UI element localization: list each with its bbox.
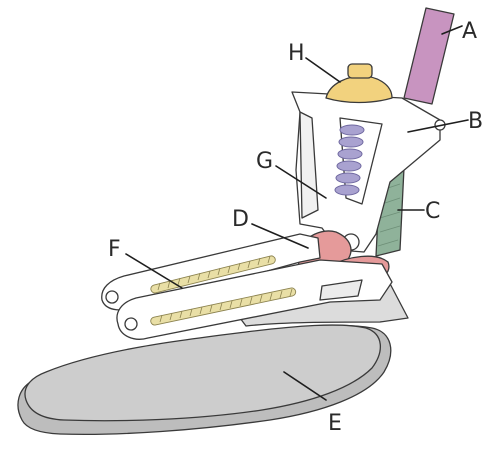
label-h: H: [288, 41, 305, 66]
label-d: D: [232, 207, 249, 232]
label-e: E: [328, 411, 342, 436]
label-c: C: [425, 199, 440, 224]
label-a: A: [462, 19, 477, 44]
ankle-frame: [292, 92, 445, 252]
label-f: F: [108, 237, 121, 262]
pylon: [404, 8, 454, 104]
leader-h: [306, 58, 340, 82]
adjustment-cap: [326, 64, 392, 103]
label-b: B: [468, 109, 483, 134]
label-g: G: [256, 149, 273, 174]
